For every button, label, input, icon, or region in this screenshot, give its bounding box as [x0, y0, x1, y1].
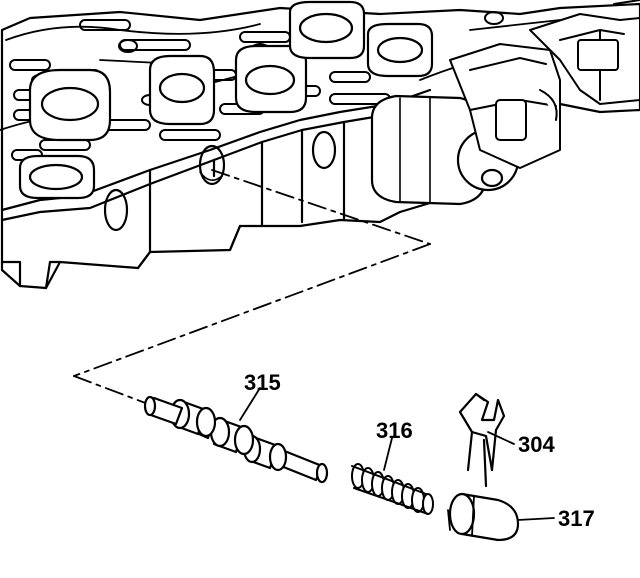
callout-317: 317: [558, 506, 595, 531]
spring-316: [351, 463, 434, 515]
valve-body-assembly: [0, 0, 640, 290]
body-hole-right: [311, 130, 337, 170]
leader-315: [239, 387, 261, 421]
retainer-clip-304: [458, 392, 506, 488]
body-hole-bore: [198, 144, 226, 186]
leader-lines: [239, 387, 555, 521]
leader-304: [487, 431, 515, 445]
plug-317: [447, 492, 520, 542]
valve-spools: [18, 0, 434, 200]
solenoid-connector: [449, 0, 640, 169]
solenoid-spool: [370, 94, 520, 206]
leader-316: [383, 437, 393, 471]
leader-317: [517, 517, 555, 521]
callout-304: 304: [518, 432, 555, 457]
alignment-leader: [73, 169, 431, 405]
callout-316: 316: [376, 418, 413, 443]
body-hole-left: [103, 188, 129, 232]
callout-315: 315: [244, 370, 281, 395]
valve-315: [143, 395, 329, 484]
